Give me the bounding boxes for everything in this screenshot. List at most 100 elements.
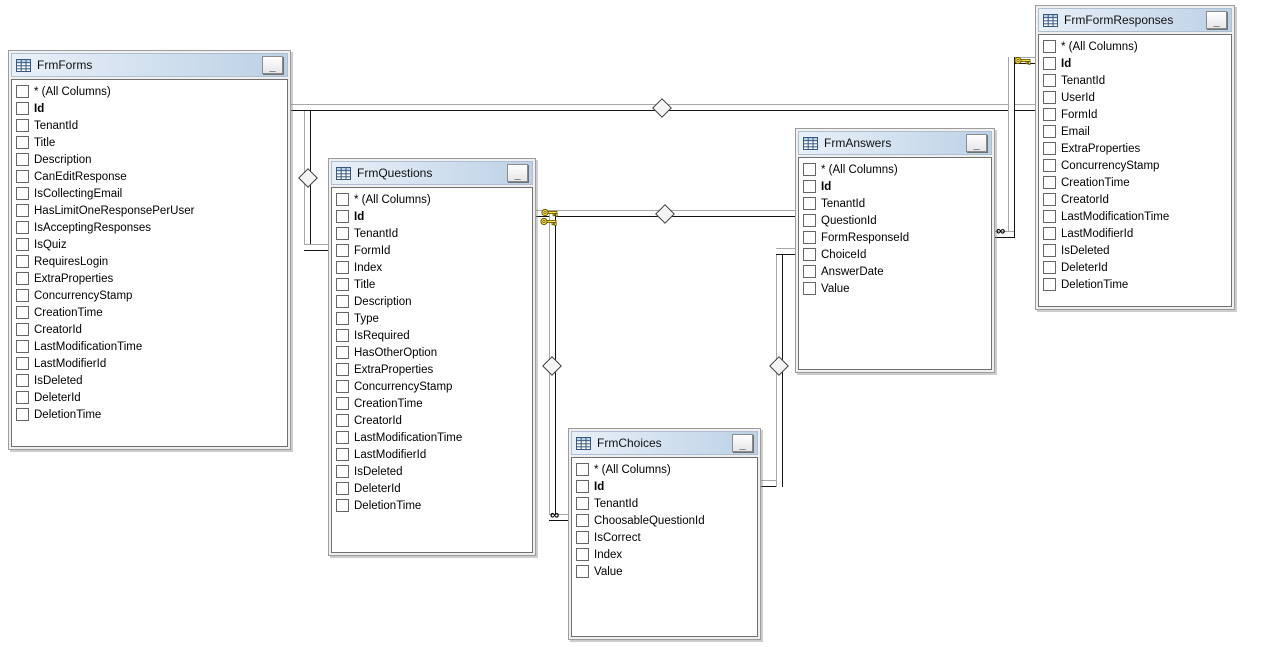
column-row[interactable]: Title — [335, 276, 532, 293]
join-diamond-icon[interactable] — [655, 204, 675, 224]
column-checkbox[interactable] — [576, 497, 589, 510]
column-checkbox[interactable] — [16, 170, 29, 183]
column-checkbox[interactable] — [336, 380, 349, 393]
table-titlebar[interactable]: FrmQuestions_ — [331, 161, 533, 185]
join-diamond-icon[interactable] — [769, 356, 789, 376]
column-checkbox[interactable] — [336, 448, 349, 461]
column-checkbox[interactable] — [336, 210, 349, 223]
join-diamond-icon[interactable] — [298, 168, 318, 188]
minimize-button[interactable]: _ — [507, 164, 528, 182]
column-row[interactable]: Index — [335, 259, 532, 276]
column-checkbox[interactable] — [576, 514, 589, 527]
column-checkbox[interactable] — [336, 261, 349, 274]
column-checkbox[interactable] — [1043, 210, 1056, 223]
column-row[interactable]: UserId — [1042, 89, 1231, 106]
column-checkbox[interactable] — [336, 482, 349, 495]
column-checkbox[interactable] — [336, 227, 349, 240]
column-checkbox[interactable] — [1043, 108, 1056, 121]
column-checkbox[interactable] — [803, 265, 816, 278]
column-row[interactable]: Type — [335, 310, 532, 327]
column-checkbox[interactable] — [803, 163, 816, 176]
column-checkbox[interactable] — [16, 289, 29, 302]
column-checkbox[interactable] — [1043, 74, 1056, 87]
column-checkbox[interactable] — [576, 463, 589, 476]
column-checkbox[interactable] — [803, 282, 816, 295]
column-checkbox[interactable] — [576, 480, 589, 493]
column-row[interactable]: FormResponseId — [802, 229, 991, 246]
column-checkbox[interactable] — [1043, 40, 1056, 53]
column-checkbox[interactable] — [16, 187, 29, 200]
column-row[interactable]: TenantId — [15, 117, 287, 134]
column-checkbox[interactable] — [803, 180, 816, 193]
column-checkbox[interactable] — [803, 231, 816, 244]
column-checkbox[interactable] — [1043, 125, 1056, 138]
column-row[interactable]: CreationTime — [15, 304, 287, 321]
column-row[interactable]: IsCollectingEmail — [15, 185, 287, 202]
column-checkbox[interactable] — [1043, 91, 1056, 104]
column-checkbox[interactable] — [16, 119, 29, 132]
column-checkbox[interactable] — [576, 565, 589, 578]
column-row[interactable]: Id — [575, 478, 757, 495]
column-row[interactable]: CreationTime — [335, 395, 532, 412]
column-checkbox[interactable] — [336, 397, 349, 410]
column-row[interactable]: RequiresLogin — [15, 253, 287, 270]
column-checkbox[interactable] — [336, 363, 349, 376]
column-row[interactable]: Value — [802, 280, 991, 297]
column-row[interactable]: LastModificationTime — [1042, 208, 1231, 225]
column-checkbox[interactable] — [16, 340, 29, 353]
column-row[interactable]: ExtraProperties — [15, 270, 287, 287]
column-checkbox[interactable] — [16, 323, 29, 336]
column-checkbox[interactable] — [16, 391, 29, 404]
column-row[interactable]: DeletionTime — [1042, 276, 1231, 293]
column-checkbox[interactable] — [336, 312, 349, 325]
table-titlebar[interactable]: FrmFormResponses_ — [1038, 8, 1232, 32]
column-row[interactable]: CreatorId — [1042, 191, 1231, 208]
column-row[interactable]: LastModifierId — [15, 355, 287, 372]
table-titlebar[interactable]: FrmForms_ — [11, 53, 288, 77]
column-checkbox[interactable] — [336, 295, 349, 308]
column-checkbox[interactable] — [1043, 244, 1056, 257]
column-checkbox[interactable] — [336, 431, 349, 444]
column-checkbox[interactable] — [16, 221, 29, 234]
column-checkbox[interactable] — [1043, 142, 1056, 155]
column-row[interactable]: CreationTime — [1042, 174, 1231, 191]
column-checkbox[interactable] — [803, 197, 816, 210]
column-row[interactable]: DeletionTime — [335, 497, 532, 514]
column-row[interactable]: ConcurrencyStamp — [335, 378, 532, 395]
column-row[interactable]: FormId — [335, 242, 532, 259]
column-checkbox[interactable] — [16, 272, 29, 285]
column-row[interactable]: Id — [1042, 55, 1231, 72]
column-checkbox[interactable] — [16, 238, 29, 251]
column-checkbox[interactable] — [336, 346, 349, 359]
column-row[interactable]: Value — [575, 563, 757, 580]
column-row[interactable]: Description — [335, 293, 532, 310]
column-checkbox[interactable] — [336, 414, 349, 427]
column-row[interactable]: IsRequired — [335, 327, 532, 344]
column-row[interactable]: CreatorId — [15, 321, 287, 338]
column-checkbox[interactable] — [336, 244, 349, 257]
minimize-button[interactable]: _ — [1206, 11, 1227, 29]
table-titlebar[interactable]: FrmAnswers_ — [798, 131, 992, 155]
column-row[interactable]: IsDeleted — [1042, 242, 1231, 259]
column-checkbox[interactable] — [803, 248, 816, 261]
column-row[interactable]: TenantId — [335, 225, 532, 242]
column-checkbox[interactable] — [16, 408, 29, 421]
column-row[interactable]: LastModifierId — [1042, 225, 1231, 242]
column-row[interactable]: ExtraProperties — [335, 361, 532, 378]
minimize-button[interactable]: _ — [262, 56, 283, 74]
column-checkbox[interactable] — [336, 278, 349, 291]
column-row[interactable]: ConcurrencyStamp — [15, 287, 287, 304]
column-checkbox[interactable] — [803, 214, 816, 227]
column-row[interactable]: IsDeleted — [15, 372, 287, 389]
column-checkbox[interactable] — [336, 499, 349, 512]
column-checkbox[interactable] — [1043, 57, 1056, 70]
column-row[interactable]: * (All Columns) — [15, 83, 287, 100]
column-row[interactable]: Email — [1042, 123, 1231, 140]
column-checkbox[interactable] — [1043, 278, 1056, 291]
column-checkbox[interactable] — [16, 306, 29, 319]
column-checkbox[interactable] — [16, 102, 29, 115]
minimize-button[interactable]: _ — [966, 134, 987, 152]
column-row[interactable]: IsDeleted — [335, 463, 532, 480]
column-checkbox[interactable] — [16, 255, 29, 268]
column-row[interactable]: ChoosableQuestionId — [575, 512, 757, 529]
